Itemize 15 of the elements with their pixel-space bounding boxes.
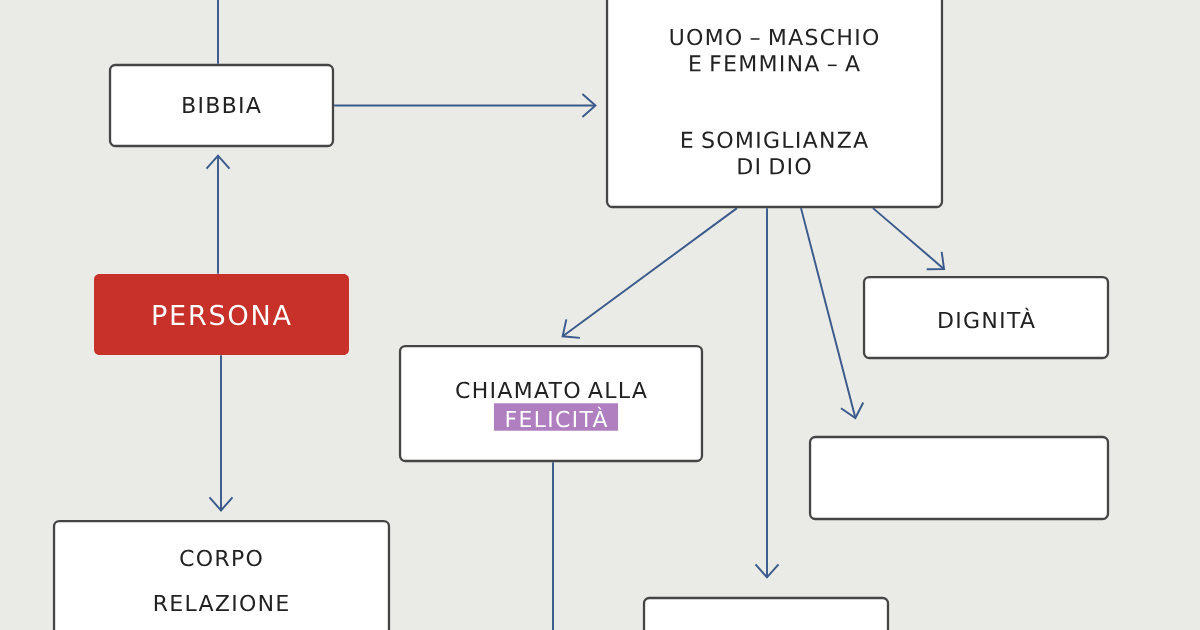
- arrow: [754, 207, 780, 579]
- arrow: [872, 207, 946, 271]
- arrow: [333, 93, 597, 118]
- arrow: [561, 207, 738, 339]
- process-box: BIBBIA: [108, 63, 335, 148]
- process-box: CORPO RELAZIONE: [52, 519, 391, 630]
- process-box: CHIAMATO ALLA FELICITÀ: [398, 344, 704, 463]
- arrow: [800, 207, 865, 420]
- highlighted-box: PERSONA: [94, 274, 349, 355]
- arrow: [208, 354, 234, 512]
- process-box: DIGNITÀ: [862, 275, 1110, 360]
- empty-box: [808, 435, 1110, 521]
- arrow: [205, 154, 231, 275]
- empty-box: [642, 596, 890, 630]
- process-box: UOMO – MASCHIO E FEMMINA – A E SOMIGLIANZA DI DIO: [605, 0, 944, 209]
